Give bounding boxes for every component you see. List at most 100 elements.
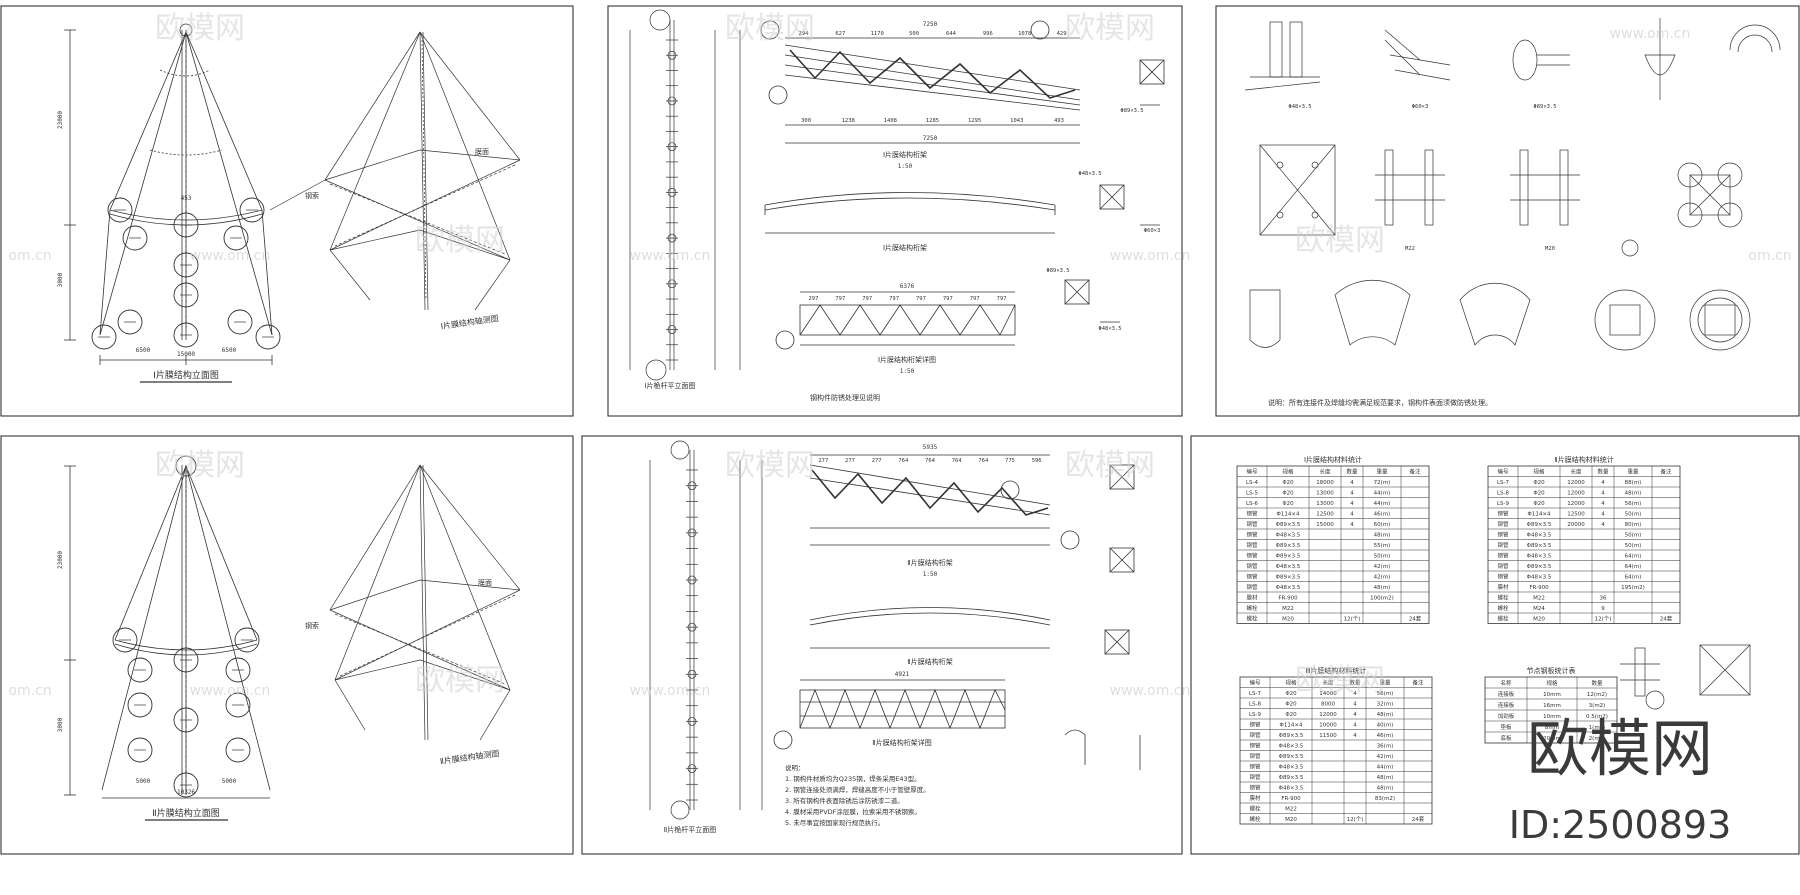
table-cell: 4 (1353, 702, 1357, 708)
table-cell: Φ20 (1285, 702, 1297, 708)
table-cell: 4 (1353, 712, 1357, 718)
table-header-cell: 规格 (1285, 679, 1297, 687)
table-cell: Φ114×4 (1277, 512, 1300, 518)
table-cell: M20 (1282, 617, 1294, 623)
panel-3-truss (760, 20, 1081, 144)
watermark-site: www.om.cn (1610, 26, 1691, 42)
table-header-cell: 编号 (1249, 679, 1261, 687)
table-cell: LS-8 (1249, 702, 1262, 708)
table-header-cell: 规格 (1546, 679, 1558, 687)
panel-3-column-ticks (666, 39, 678, 361)
watermark-site: www.om.cn (190, 248, 271, 264)
table-cell: 2(m2) (1589, 736, 1606, 742)
panel-1-top-dim: 453 (181, 195, 192, 202)
table-cell: Φ48×3.5 (1527, 575, 1552, 581)
panel-7-truss2-title: Ⅱ片膜结构桁架详图 (872, 738, 931, 747)
column-node (687, 622, 697, 632)
panel-5-dim-total: 10326 (177, 789, 195, 796)
table-cell: Φ114×4 (1280, 723, 1303, 729)
column-node (687, 481, 697, 491)
table-cell: Φ20 (1533, 491, 1545, 497)
table-cell: Φ48×3.5 (1279, 744, 1304, 750)
table-cell: 55(m) (1374, 543, 1391, 549)
table-cell: 72(m) (1374, 480, 1391, 486)
table-cell: 24套 (1409, 615, 1422, 623)
dimension-label: 996 (983, 31, 993, 37)
table-cell: 钢管 (1497, 573, 1509, 581)
table-header-cell: 重量 (1376, 468, 1388, 476)
table-cell: LS-7 (1249, 691, 1262, 697)
table-header-cell: 数量 (1349, 679, 1361, 687)
table-cell: 48(m) (1377, 775, 1394, 781)
table-cell: 4 (1350, 491, 1354, 497)
table-cell: 连接板 (1498, 690, 1515, 698)
table-cell: 50(m) (1625, 512, 1642, 518)
table-cell: Φ89×3.5 (1279, 775, 1304, 781)
panel-2-label-cable: 钢索 (305, 191, 319, 200)
note-line: 3. 所有钢构件表面除锈后涂防锈漆二道。 (785, 796, 904, 805)
table-cell: LS-9 (1249, 712, 1262, 718)
panel-5-dim-height: 23000 (57, 551, 64, 569)
table-cell: 12000 (1319, 712, 1337, 718)
dimension-label: 1295 (968, 118, 981, 124)
panel-3-note: 钢构件防锈处理见说明 (810, 393, 880, 402)
dimension-label: 1238 (842, 118, 855, 124)
dimension-label: 797 (916, 296, 926, 302)
table-header-cell: 备注 (1412, 679, 1424, 687)
note-line: 5. 未尽事宜按国家现行规范执行。 (785, 818, 884, 827)
table-cell: 8mm (1545, 725, 1559, 731)
table-cell: 8000 (1321, 702, 1335, 708)
table-cell: 膜材 (1246, 594, 1258, 602)
table-cell: 钢管 (1497, 531, 1509, 539)
watermark-brand: 欧模网 (725, 11, 815, 46)
table-cell: 56(m) (1377, 691, 1394, 697)
table-cell: 48(m) (1374, 585, 1391, 591)
table-cell: 4 (1350, 480, 1354, 486)
table-cell: 48(m) (1377, 712, 1394, 718)
note-line: 2. 钢管连接处须满焊，焊缝高度不小于管壁厚度。 (785, 785, 930, 794)
panel-5-dim-mid: 3000 (57, 717, 64, 732)
table-title: Ⅲ片膜结构材料统计 (1306, 666, 1367, 675)
table-cell: 42(m) (1377, 754, 1394, 760)
panel-2-title: Ⅰ片膜结构轴测图 (440, 313, 499, 331)
table-cell: 钢管 (1497, 552, 1509, 560)
dimension-label: 797 (835, 296, 845, 302)
table-cell: 4 (1353, 733, 1357, 739)
table-cell: FR-900 (1529, 585, 1549, 591)
table-cell: Φ20 (1285, 691, 1297, 697)
watermark-site-short: om.cn (8, 683, 51, 699)
table-header-cell: 数量 (1346, 468, 1358, 476)
section-size-label: Φ60×3 (1144, 228, 1161, 234)
dimension-label: 1285 (926, 118, 939, 124)
table-cell: Φ89×3.5 (1527, 522, 1552, 528)
table-header-cell: 名称 (1500, 679, 1512, 687)
panel-1-dim-right: 6500 (222, 347, 237, 354)
watermark-site: www.om.cn (1110, 683, 1191, 699)
table-cell: 12000 (1567, 501, 1585, 507)
table-header-cell: 编号 (1497, 468, 1509, 476)
table-cell: 40(m) (1377, 723, 1394, 729)
panel-7-overall-dim: 5935 (923, 444, 938, 451)
table-header-cell: 备注 (1660, 468, 1672, 476)
detail-size-label: Φ89×3.5 (1533, 104, 1556, 110)
dimension-label: 493 (1054, 118, 1064, 124)
table-cell: 12(个) (1347, 816, 1364, 823)
table-header-cell: 长度 (1319, 468, 1331, 476)
panel-4-details (1244, 18, 1781, 351)
table-cell: 垫板 (1500, 723, 1512, 731)
table-cell: 12500 (1567, 512, 1585, 518)
table-cell: 钢管 (1497, 562, 1509, 570)
panel-3-column-title: Ⅰ片桅杆平立面图 (644, 381, 695, 390)
panel-2-label-membrane: 膜面 (475, 147, 489, 156)
table-header-cell: 重量 (1627, 468, 1639, 476)
table-cell: Φ20 (1533, 480, 1545, 486)
dimension-label: 644 (946, 31, 957, 37)
table-cell: 14000 (1319, 691, 1337, 697)
table-cell: 20000 (1567, 522, 1585, 528)
table-cell: 36 (1600, 596, 1607, 602)
